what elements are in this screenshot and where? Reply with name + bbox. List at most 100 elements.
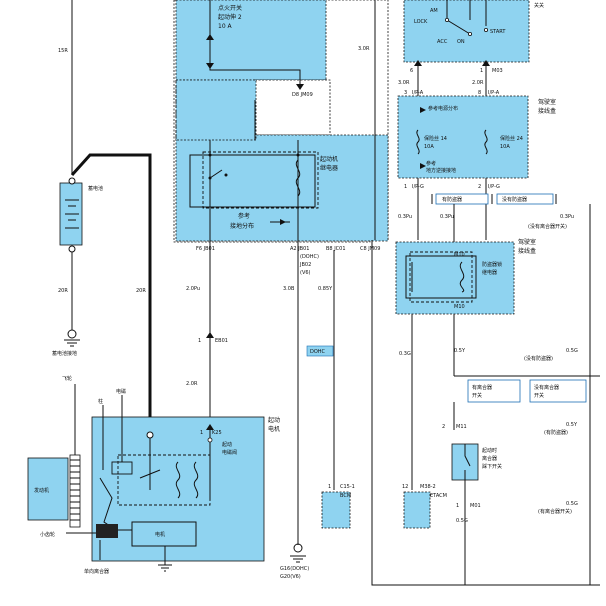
- wire-battery-thick: [70, 153, 152, 435]
- pin-2-ipg: 2: [478, 184, 481, 190]
- pin-12-etacm: 12: [402, 484, 408, 490]
- conn-jb02: JB02: [299, 262, 311, 268]
- cab-junction-mid-label-1: 驾驶室: [518, 238, 536, 246]
- battery-neg-terminal: [68, 245, 76, 253]
- starter-relay-region: [175, 134, 389, 242]
- ignition-fuse-label-2: 起动伸 2: [218, 13, 242, 21]
- bcm-label: BCM: [340, 493, 351, 499]
- wire-label-0-5y-b: 0.5Y: [566, 422, 578, 428]
- conn-i-p-g: I/P-G: [412, 184, 424, 190]
- clutch-switch-label-2: 离合器: [482, 455, 497, 462]
- wire-label-15r: 15R: [58, 48, 68, 54]
- shift-lever: [99, 477, 132, 531]
- flywheel-label: 飞轮: [62, 375, 72, 382]
- motor-label: 电机: [155, 531, 165, 538]
- clutch-tag-lines: [453, 375, 600, 430]
- fuse-block-area: [175, 0, 327, 81]
- wire-label-3-0b: 3.0B: [283, 286, 295, 292]
- ign-node-1: [444, 17, 449, 22]
- conn-v6: (V6): [300, 270, 311, 276]
- starter-label-2: 电机: [268, 425, 280, 433]
- starter-relay-label-2: 继电器: [320, 164, 338, 172]
- tag-with-clutch-2: 开关: [472, 392, 482, 399]
- starter-b-terminal: [146, 431, 154, 439]
- relay-contact: [209, 169, 223, 179]
- wire-label-0-5g-c: 0.5G: [566, 501, 578, 507]
- one-way-clutch-label: 单向离合器: [84, 568, 109, 575]
- arrow-d8: [296, 84, 304, 90]
- wire-label-2-0pu: 2.0Pu: [186, 286, 200, 292]
- conn-c15-1: C15-1: [340, 484, 355, 490]
- pin-1-m03: 1: [480, 68, 483, 74]
- fuse-24-rating: 10A: [500, 144, 510, 150]
- wire-label-3-0r-mid: 3.0R: [398, 80, 410, 86]
- conn-m38-2: M38-2: [420, 484, 436, 490]
- wire-label-0-3pu-c: 0.3Pu: [560, 214, 574, 220]
- clutch-switch-label-1: 起动时: [482, 447, 497, 454]
- relay-node-1: [208, 176, 212, 180]
- ground-note-arrow: [420, 163, 426, 169]
- battery-ground-label: 蓄电池接地: [52, 350, 77, 357]
- wire-label-20r-b: 20R: [136, 288, 146, 294]
- plunger-pointer: [102, 395, 123, 470]
- wire-label-20r-a: 20R: [58, 288, 68, 294]
- tag-with-clutch: [467, 379, 521, 403]
- cutout-region: [254, 79, 331, 136]
- tag-brackets: [431, 194, 557, 204]
- conn-i-p-g2: I/P-G: [488, 184, 500, 190]
- flywheel-body: [69, 454, 81, 528]
- conn-i-p-a2: I/P-A: [488, 90, 500, 96]
- pin-6: 6: [410, 68, 413, 74]
- dohc-tag-text: DOHC: [310, 349, 326, 355]
- pin-1-eb01: 1: [198, 338, 201, 344]
- relay-coil: [295, 159, 301, 197]
- battery-ground-ring: [67, 329, 77, 339]
- tag-without-immobilizer: [496, 193, 554, 205]
- wire-label-0-5g-b: 0.5G: [456, 518, 468, 524]
- wire-label-3-0r-top: 3.0R: [358, 46, 370, 52]
- ignition-fuse-label-3: 10 A: [218, 23, 233, 30]
- ignition-switch-box: [403, 0, 530, 63]
- dohc-tag: [306, 345, 334, 357]
- starter-s-terminal: [207, 437, 213, 443]
- starter-relay-dashed: [202, 151, 319, 209]
- bcm-module: [321, 491, 351, 529]
- ground-g16: G16(DOHC): [280, 566, 309, 572]
- cab-junction-top-label-1: 驾驶室: [538, 98, 556, 106]
- ground-note-label-2: 地方逆接接地: [426, 167, 456, 174]
- flywheel-teeth: [70, 459, 80, 521]
- conn-c8-jm09: C8 JM09: [360, 246, 380, 252]
- pin-3: 3: [404, 90, 407, 96]
- plunger-label: 柱: [98, 398, 103, 405]
- motor-body: [131, 521, 197, 547]
- conn-m11: M11: [456, 424, 467, 430]
- conn-m10: M10: [454, 252, 465, 258]
- ground-g16-symbol: [290, 555, 306, 563]
- conn-i-p-a: I/P-A: [412, 90, 424, 96]
- relay-node-4: [296, 153, 300, 157]
- solenoid-label-2: 电磁阀: [222, 449, 237, 456]
- fuse-14-rating: 10A: [424, 144, 434, 150]
- pin-1-ipg: 1: [404, 184, 407, 190]
- clutch-switch-label-3: 踩下开关: [482, 463, 502, 470]
- arrow-eb01: [206, 332, 214, 338]
- conn-b8-jc01: B8 JC01: [326, 246, 346, 252]
- wire-label-0-3g: 0.3G: [399, 351, 411, 357]
- note-no-immobilizer: (没有防盗器): [524, 355, 553, 362]
- note-with-immobilizer: (有防盗器): [544, 429, 568, 436]
- ign-start: START: [490, 29, 506, 35]
- wire-label-0-85y: 0.85Y: [318, 286, 333, 292]
- starter-relay-label-1: 起动机: [320, 155, 338, 163]
- solenoid-label-1: 起动: [222, 441, 232, 448]
- pinion-gear: [96, 524, 118, 538]
- pin-2-m11: 2: [442, 424, 445, 430]
- ign-partial-label: 关关: [534, 2, 544, 9]
- starter-relay-box: [189, 154, 316, 208]
- wire-label-0-5y: 0.5Y: [454, 348, 466, 354]
- relay-node-2: [224, 173, 228, 177]
- conn-k25: K25: [212, 430, 222, 436]
- wire-label-0-3pu-a: 0.3Pu: [398, 214, 412, 220]
- battery-ground-symbol: [64, 339, 80, 347]
